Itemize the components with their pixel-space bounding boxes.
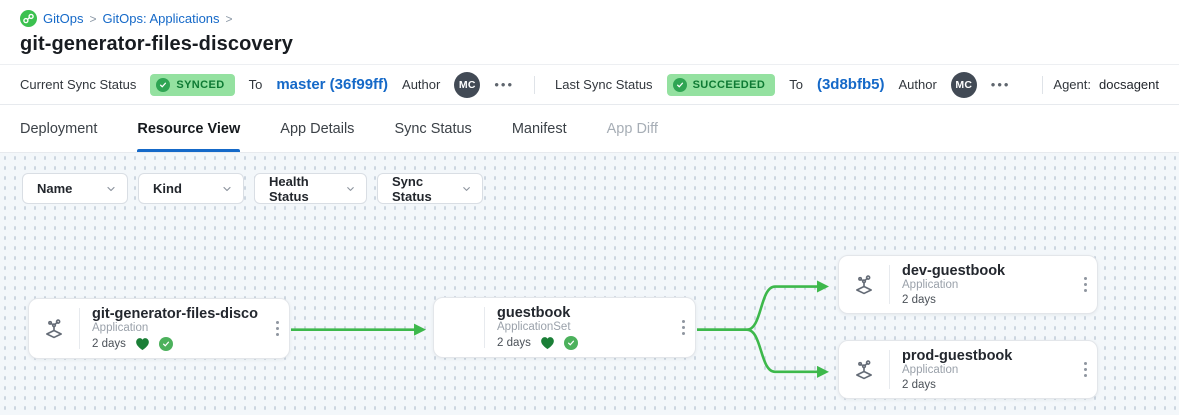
filter-kind-label: Kind: [153, 181, 182, 196]
resource-graph-canvas[interactable]: Name Kind Health Status Sync Status: [0, 153, 1179, 415]
current-sync-status-badge: SYNCED: [150, 73, 235, 96]
node-body: prod-guestbook Application 2 days: [890, 341, 1073, 398]
last-sync-to-label: To: [789, 77, 803, 92]
filter-kind-dropdown[interactable]: Kind: [138, 173, 244, 204]
graph-node-prod-guestbook[interactable]: prod-guestbook Application 2 days: [838, 340, 1098, 399]
filter-name-dropdown[interactable]: Name: [22, 173, 128, 204]
chevron-down-icon: [347, 186, 354, 191]
application-icon: [839, 341, 889, 398]
node-kebab-menu[interactable]: [265, 299, 289, 358]
app-tabs: Deployment Resource View App Details Syn…: [0, 105, 1179, 153]
filter-health-status-label: Health Status: [269, 173, 309, 204]
node-kind: ApplicationSet: [497, 321, 571, 333]
health-heart-icon: [136, 338, 149, 351]
node-title: git-generator-files-disco...: [92, 306, 259, 321]
last-sync-group: Last Sync Status SUCCEEDED To (3d8bfb5) …: [555, 71, 1011, 98]
node-age: 2 days: [92, 338, 126, 350]
tab-sync-status[interactable]: Sync Status: [394, 120, 472, 137]
node-body: git-generator-files-disco... Application…: [80, 299, 265, 358]
last-sync-revision-link[interactable]: (3d8bfb5): [816, 76, 885, 93]
gitops-logo-icon: [20, 10, 37, 27]
chevron-down-icon: [107, 186, 115, 191]
last-sync-author-avatar: MC: [950, 71, 977, 98]
node-title: dev-guestbook: [902, 263, 1006, 278]
node-age: 2 days: [902, 379, 936, 391]
node-kebab-menu[interactable]: [1073, 256, 1097, 313]
breadcrumb-separator: >: [225, 11, 233, 26]
node-divider: [484, 307, 485, 348]
node-divider: [79, 308, 80, 349]
current-sync-more-menu[interactable]: •••: [494, 77, 514, 92]
node-title: prod-guestbook: [902, 348, 1013, 363]
statusbar-divider: [534, 75, 535, 94]
graph-filters: Name Kind Health Status Sync Status: [22, 173, 483, 204]
node-icon-empty: [434, 298, 484, 357]
last-sync-status-text: SUCCEEDED: [692, 78, 766, 91]
graph-node-dev-guestbook[interactable]: dev-guestbook Application 2 days: [838, 255, 1098, 314]
agent-value: docsagent: [1099, 77, 1159, 92]
current-sync-author-avatar: MC: [454, 71, 481, 98]
graph-node-git-generator-files-discovery[interactable]: git-generator-files-disco... Application…: [28, 298, 290, 359]
current-sync-status-text: SYNCED: [176, 78, 225, 91]
breadcrumb-link-applications[interactable]: GitOps: Applications: [102, 11, 220, 26]
node-title: guestbook: [497, 305, 571, 320]
chevron-down-icon: [223, 186, 231, 191]
check-circle-icon: [156, 77, 171, 92]
application-icon: [29, 299, 79, 358]
resource-graph-edges: [291, 280, 829, 378]
node-kebab-menu[interactable]: [1073, 341, 1097, 398]
current-sync-revision-link[interactable]: master (36f99ff): [276, 76, 389, 93]
tab-manifest[interactable]: Manifest: [511, 120, 567, 137]
node-age: 2 days: [497, 337, 531, 349]
tab-deployment[interactable]: Deployment: [20, 120, 98, 137]
tab-app-diff: App Diff: [606, 120, 658, 137]
last-sync-label: Last Sync Status: [555, 77, 653, 92]
filter-name-label: Name: [37, 181, 73, 196]
last-sync-status-badge: SUCCEEDED: [666, 73, 776, 96]
tab-resource-view[interactable]: Resource View: [137, 105, 240, 152]
node-body: guestbook ApplicationSet 2 days: [485, 298, 671, 357]
node-divider: [889, 350, 890, 389]
current-sync-author-label: Author: [402, 77, 441, 92]
node-age: 2 days: [902, 294, 936, 306]
agent-label: Agent:: [1053, 77, 1091, 92]
sync-status-bar: Current Sync Status SYNCED To master (36…: [0, 64, 1179, 105]
current-sync-label: Current Sync Status: [20, 77, 137, 92]
node-kind: Application: [902, 279, 959, 291]
application-icon: [839, 256, 889, 313]
filter-sync-status-dropdown[interactable]: Sync Status: [377, 173, 483, 204]
statusbar-divider: [1042, 75, 1044, 94]
last-sync-more-menu[interactable]: •••: [990, 77, 1011, 92]
node-body: dev-guestbook Application 2 days: [890, 256, 1073, 313]
breadcrumb-link-gitops[interactable]: GitOps: [43, 11, 84, 26]
node-divider: [889, 265, 890, 304]
tab-app-details[interactable]: App Details: [280, 120, 355, 137]
last-sync-author-label: Author: [898, 77, 937, 92]
node-kebab-menu[interactable]: [671, 298, 695, 357]
check-circle-icon: [672, 77, 687, 92]
breadcrumb-separator: >: [89, 11, 97, 26]
health-heart-icon: [541, 337, 554, 350]
node-kind: Application: [902, 364, 959, 376]
current-sync-group: Current Sync Status SYNCED To master (36…: [20, 71, 514, 98]
agent-group: Agent: docsagent: [1022, 75, 1159, 94]
filter-health-status-dropdown[interactable]: Health Status: [254, 173, 367, 204]
page-title: git-generator-files-discovery: [20, 33, 293, 55]
page-header: GitOps > GitOps: Applications > git-gene…: [0, 0, 1179, 64]
synced-check-icon: [158, 337, 173, 351]
node-kind: Application: [92, 322, 149, 334]
filter-sync-status-label: Sync Status: [392, 173, 432, 204]
synced-check-icon: [563, 336, 578, 350]
breadcrumb: GitOps > GitOps: Applications >: [20, 10, 1159, 27]
current-sync-to-label: To: [248, 77, 263, 92]
chevron-down-icon: [463, 186, 470, 191]
graph-node-guestbook[interactable]: guestbook ApplicationSet 2 days: [433, 297, 696, 358]
